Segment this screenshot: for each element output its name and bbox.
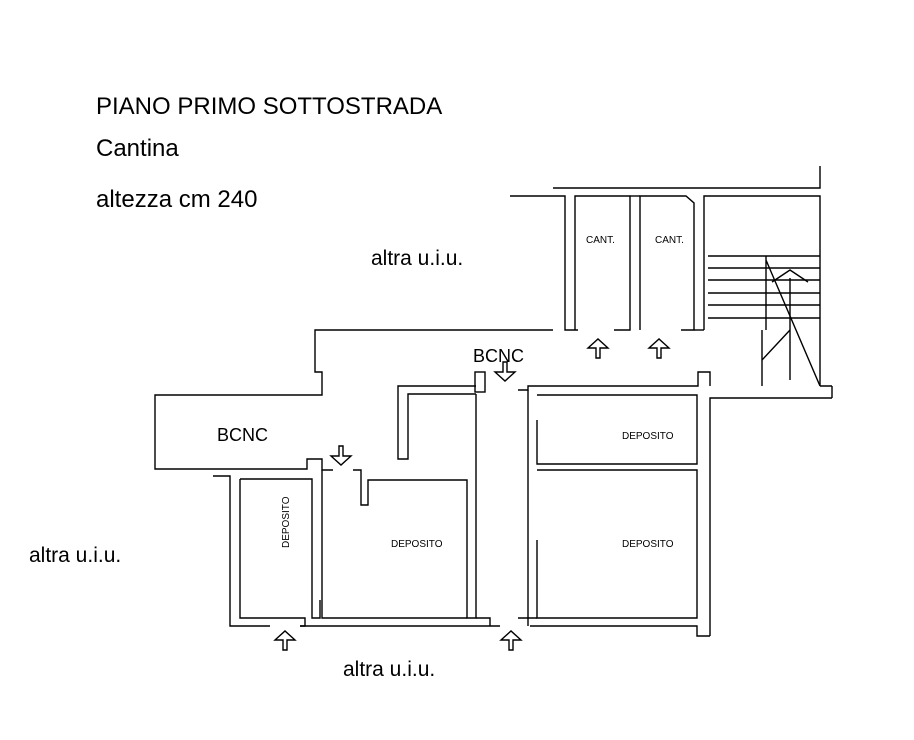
stair-direction-arrow <box>771 269 809 380</box>
neighbor-label-left: altra u.i.u. <box>29 544 122 567</box>
arrow-cantina-1 <box>586 338 610 359</box>
wall-left-block <box>213 475 270 627</box>
wall-corridor-right <box>518 371 711 391</box>
room-label-cantina-2: CANT. <box>655 235 684 246</box>
wall-deposito-right-bottom <box>536 469 698 619</box>
wall-deposito-center <box>321 470 467 619</box>
room-label-deposito-center: DEPOSITO <box>391 539 443 550</box>
arrow-cantina-2 <box>647 338 671 359</box>
room-label-deposito-vertical: DEPOSITO <box>281 496 292 548</box>
wall-central-spine <box>397 385 476 460</box>
room-label-cantina-1: CANT. <box>586 235 615 246</box>
wall-bottom-segments <box>476 617 529 626</box>
wall-cantina-2 <box>639 195 695 331</box>
room-label-bcnc-top: BCNC <box>473 346 524 366</box>
wall-right-outer <box>709 397 832 636</box>
wall-deposito-vertical <box>240 478 321 619</box>
wall-left-block-inner <box>239 479 306 627</box>
arrow-bcnc-top <box>493 361 517 382</box>
arrow-bottom-left <box>273 630 297 651</box>
wall-top-outer <box>553 166 821 189</box>
door-post <box>474 371 486 393</box>
staircase <box>708 255 821 387</box>
wall-top-inner <box>510 195 578 331</box>
ceiling-height-note: altezza cm 240 <box>96 186 258 213</box>
entry-arrows <box>273 338 671 651</box>
room-label-deposito-right-bottom: DEPOSITO <box>622 539 674 550</box>
wall-spine-down <box>353 394 477 619</box>
wall-corridor-top <box>154 329 553 471</box>
wall-bottom-outer <box>300 625 710 637</box>
wall-deposito-right-top <box>527 390 537 619</box>
plan-walls <box>154 166 833 637</box>
plan-subtitle: Cantina <box>96 135 179 162</box>
neighbor-label-bottom: altra u.i.u. <box>343 658 436 681</box>
stair-treads <box>708 255 820 319</box>
neighbor-label-top: altra u.i.u. <box>371 247 464 270</box>
wall-right-outer-2 <box>820 385 833 398</box>
plan-title: PIANO PRIMO SOTTOSTRADA <box>96 93 443 120</box>
room-label-deposito-right-top: DEPOSITO <box>622 431 674 442</box>
wall-deposito-right-top-room <box>536 394 698 465</box>
stair-rail <box>761 256 821 387</box>
room-labels: CANT. CANT. BCNC BCNC DEPOSITO DEPOSITO … <box>217 235 684 550</box>
wall-stair-block <box>703 195 821 386</box>
room-label-bcnc-left: BCNC <box>217 425 268 445</box>
arrow-bcnc-left <box>329 445 353 466</box>
wall-cantina-1 <box>574 195 631 331</box>
arrow-bottom-right <box>499 630 523 651</box>
